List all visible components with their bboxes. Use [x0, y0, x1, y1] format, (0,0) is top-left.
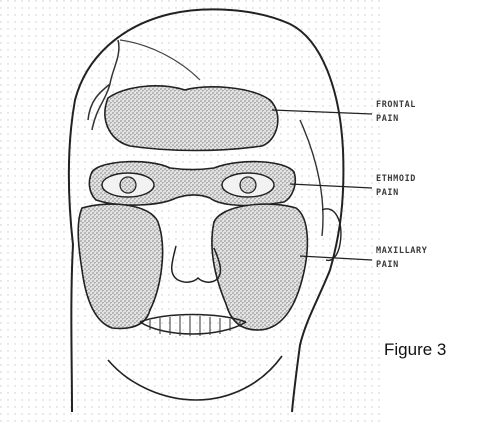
ethmoid-label-line1: ETHMOID	[376, 174, 416, 184]
right-eye	[222, 173, 274, 197]
left-eye	[102, 173, 154, 197]
maxillary-label-line2: PAIN	[376, 260, 399, 270]
frontal-label-line2: PAIN	[376, 114, 399, 124]
frontal-label-line1: FRONTAL	[376, 100, 416, 110]
figure-caption: Figure 3	[384, 340, 446, 360]
frontal-sinus-region	[105, 86, 278, 151]
maxillary-label-line1: MAXILLARY	[376, 246, 428, 256]
ethmoid-label-line2: PAIN	[376, 188, 399, 198]
